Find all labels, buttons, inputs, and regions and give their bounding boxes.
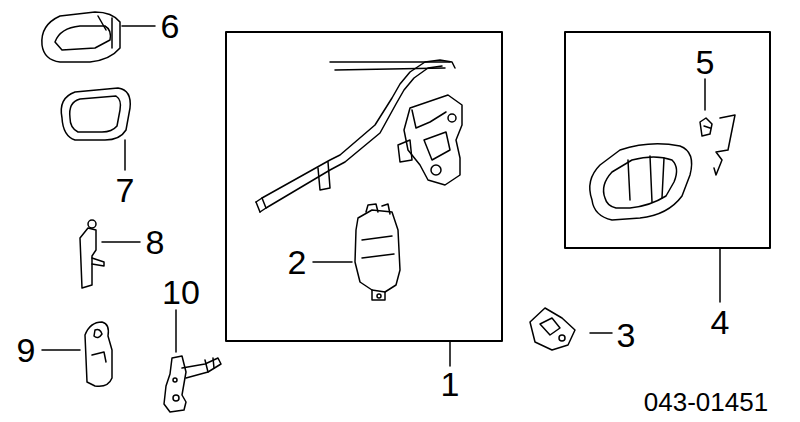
callout-number: 5 (696, 45, 715, 79)
callout-number: 10 (162, 275, 200, 309)
callout-number: 7 (116, 173, 135, 207)
callout-number: 1 (441, 367, 460, 401)
callout-number: 2 (288, 245, 307, 279)
diagram-code: 043-01451 (644, 389, 768, 415)
callout-number: 4 (711, 305, 730, 339)
callout-number: 9 (17, 333, 36, 367)
callout-number: 8 (146, 225, 165, 259)
callout-number: 3 (617, 318, 636, 352)
callout-number: 6 (161, 9, 180, 43)
